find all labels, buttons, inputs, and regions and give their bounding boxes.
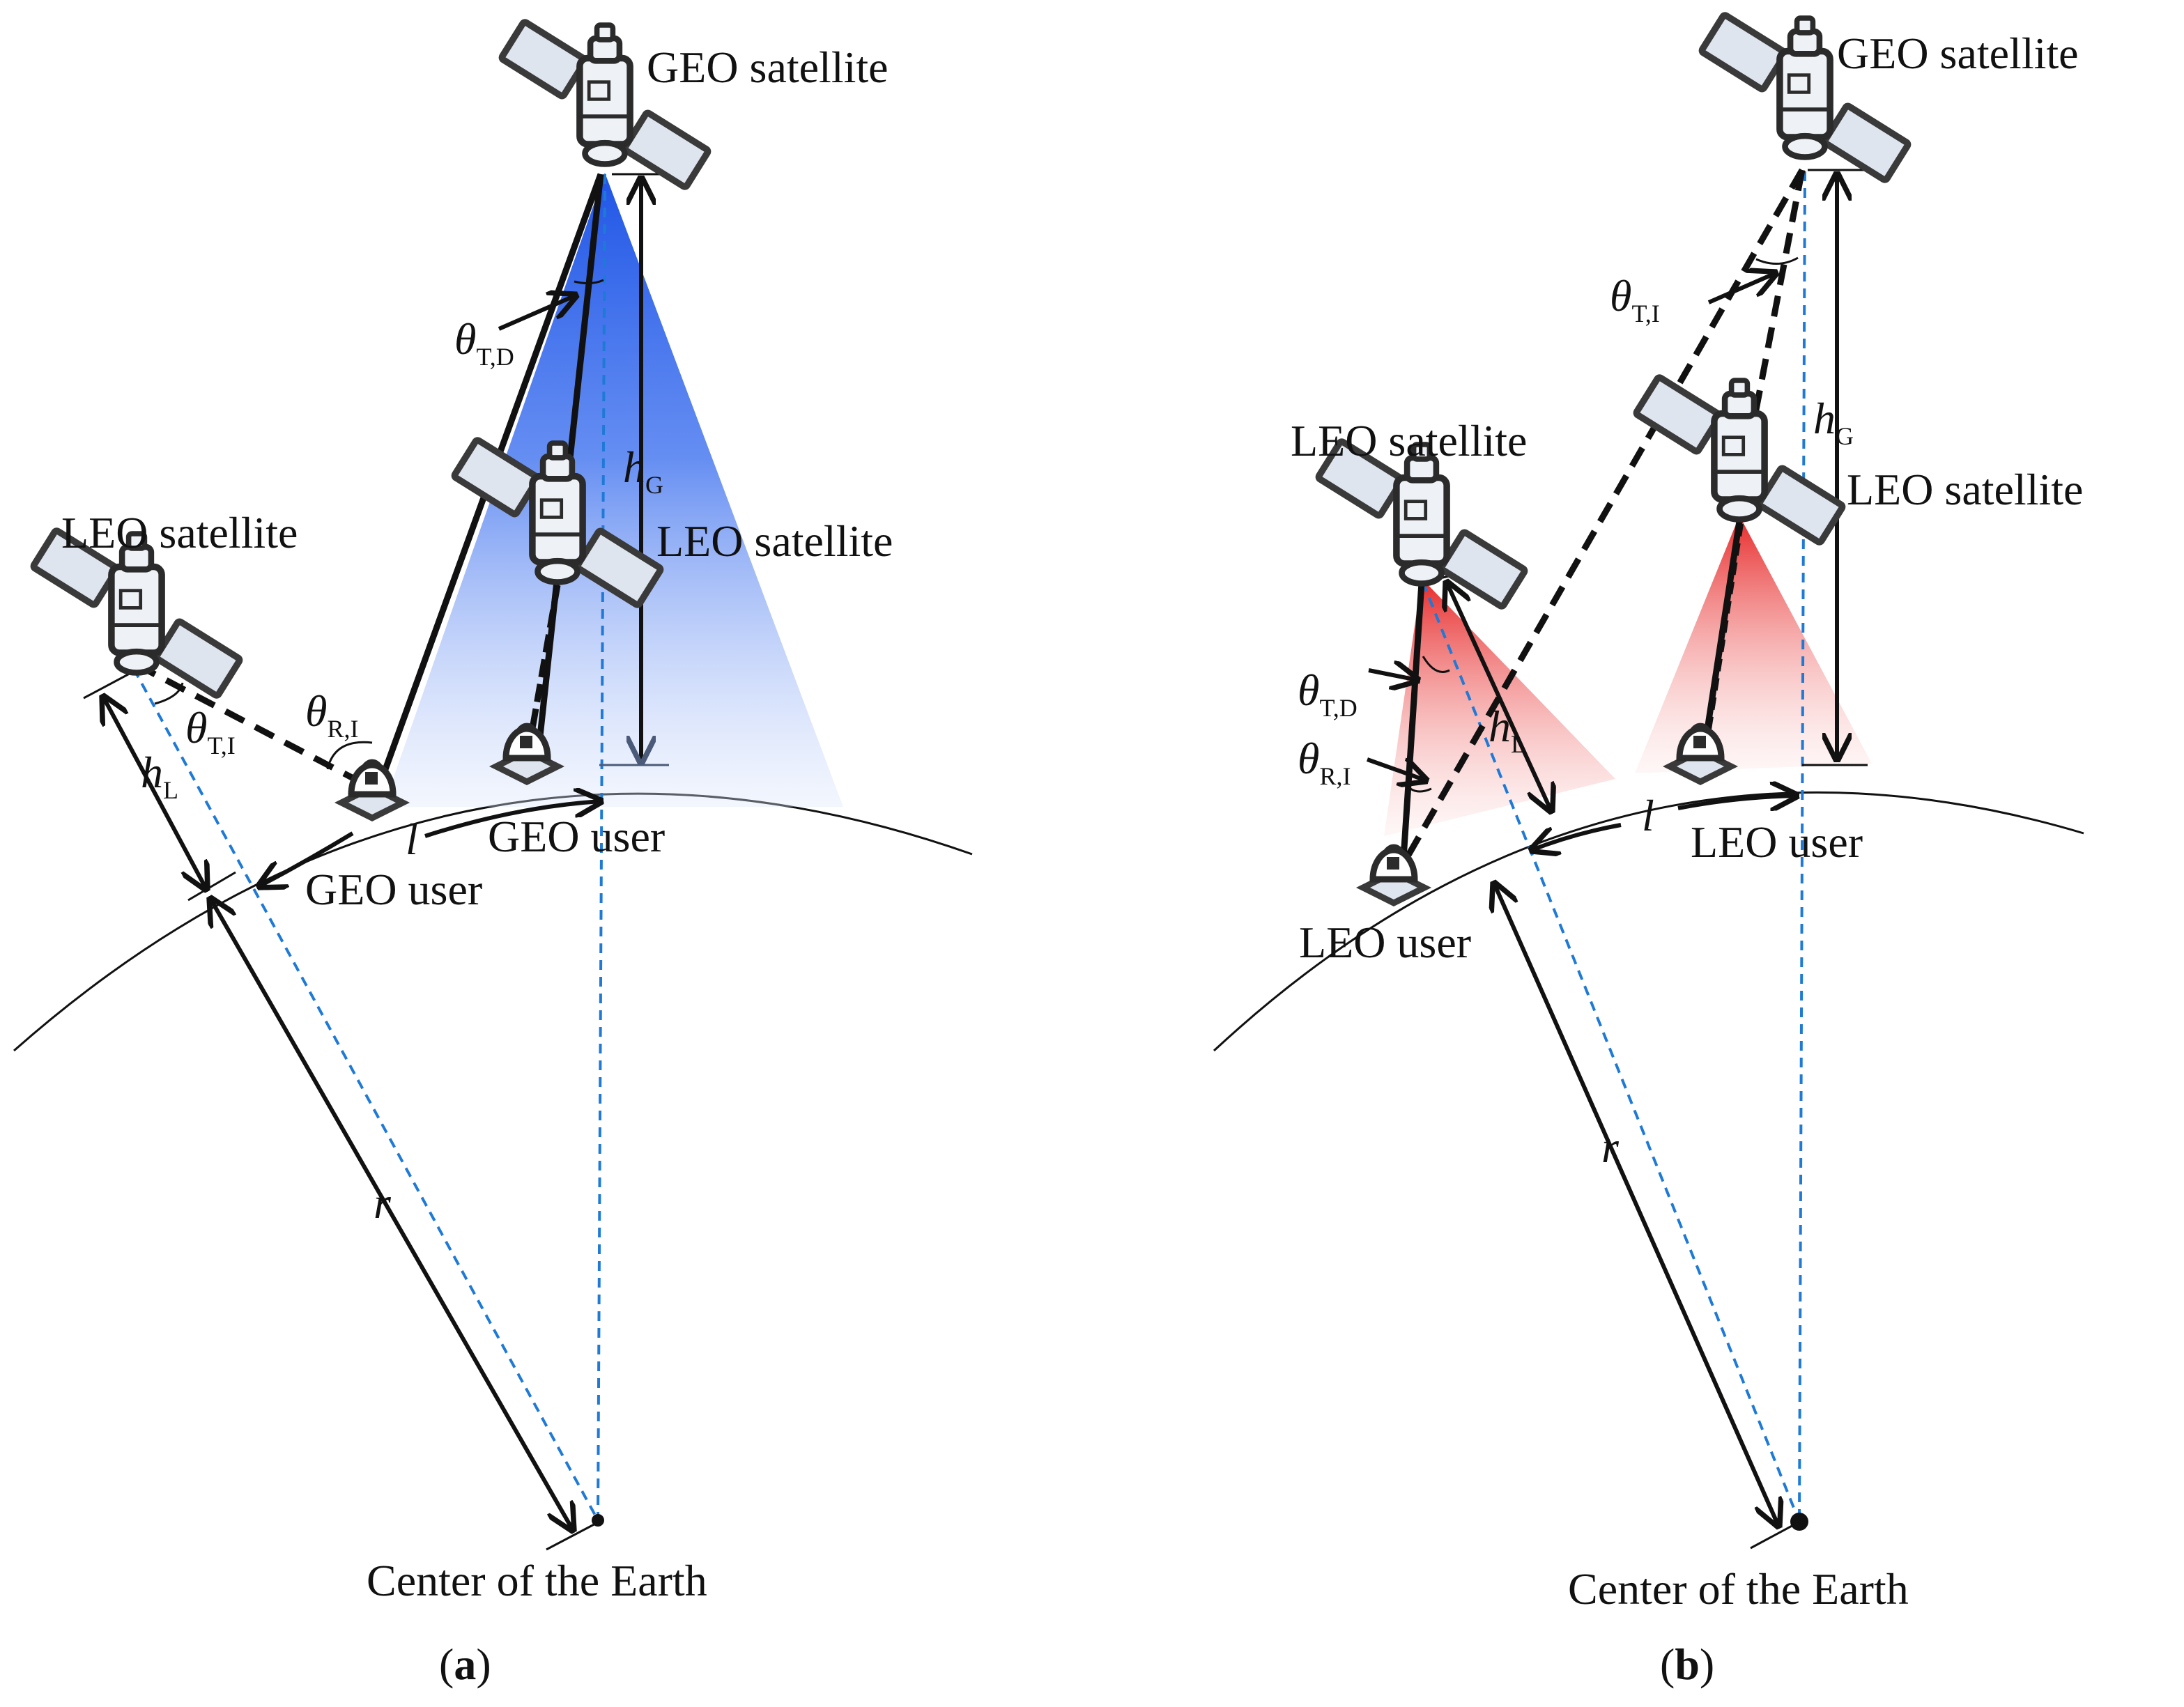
thetaTD-pointer-b	[1368, 670, 1417, 680]
thetaTI-label-a: θT,I	[185, 703, 236, 759]
leo-satellite-left-label-a: LEO satellite	[61, 508, 298, 557]
hL-arrow-b	[1447, 582, 1551, 811]
leo-desired-link-left-b	[1400, 582, 1425, 859]
thetaRI-label-b: θR,I	[1298, 734, 1351, 790]
center-point-b	[1790, 1513, 1808, 1531]
thetaRI-angle-arc-b	[1410, 787, 1432, 793]
thetaTI-angle-arc-b	[1755, 256, 1799, 265]
leo-satellite-right-b-icon	[1636, 377, 1843, 543]
radial-dashed-line-center	[597, 173, 606, 1521]
center-label-a: Center of the Earth	[367, 1556, 707, 1605]
panel-label-a: (a)	[439, 1639, 491, 1689]
r-arrow-b	[1494, 883, 1778, 1526]
hL-arrow	[103, 697, 206, 889]
l-arc-arrow-right-b	[1677, 796, 1797, 808]
leo-satellite-right-label-b: LEO satellite	[1847, 465, 2083, 514]
thetaRI-pointer-b	[1366, 757, 1426, 780]
leo-interference-link-left	[134, 662, 367, 787]
r-label-a: r	[374, 1178, 392, 1228]
leo-satellite-right-label-a: LEO satellite	[656, 516, 893, 566]
geo-satellite-label-b: GEO satellite	[1837, 29, 2079, 78]
leo-interference-link-right	[525, 585, 561, 753]
geo-user-left-label-a: GEO user	[305, 865, 482, 914]
earth-surface-arc-b	[1213, 791, 2084, 1052]
hL-label-a: hL	[141, 748, 178, 804]
hL-bottom-tick	[187, 871, 236, 902]
center-label-b: Center of the Earth	[1568, 1564, 1909, 1614]
center-point-a	[592, 1514, 604, 1527]
geo-user-right-label-a: GEO user	[488, 812, 665, 861]
thetaTD-pointer	[498, 295, 576, 331]
hL-label-b: hL	[1489, 702, 1526, 758]
panel-label-b: (b)	[1660, 1639, 1714, 1689]
geo-user-left-dish-icon	[341, 762, 403, 818]
leo-beam-cone-right	[1635, 516, 1872, 773]
r-arrow	[210, 899, 573, 1530]
panel-a: GEO satellite LEO satellite LEO satellit…	[13, 22, 973, 1689]
earth-surface-arc	[13, 792, 973, 1052]
r-bottom-tick	[546, 1520, 600, 1551]
l-label-b: l	[1642, 791, 1654, 840]
leo-satellite-left-b-icon	[1318, 441, 1525, 608]
thetaTI-pointer-b	[1707, 273, 1776, 304]
panel-b: GEO satellite LEO satellite LEO satellit…	[1213, 15, 2084, 1689]
leo-desired-link-right-b	[1702, 520, 1743, 739]
thetaTD-label-a: θT,D	[454, 314, 514, 371]
geo-interference-link-left-b	[1402, 168, 1805, 863]
leo-dashed-overlay-right-b	[1707, 523, 1744, 739]
leo-satellite-left-label-b: LEO satellite	[1291, 416, 1527, 465]
r-label-b: r	[1601, 1122, 1620, 1172]
geo-interference-link-right-b	[1746, 169, 1806, 447]
geo-satellite-label-a: GEO satellite	[647, 43, 889, 92]
l-arc-arrow-right	[424, 801, 601, 838]
geo-beam-cone	[383, 173, 843, 807]
hG-label-b: hG	[1813, 394, 1854, 450]
l-arc-arrow-left	[259, 831, 354, 886]
leo-user-left-label-b: LEO user	[1299, 918, 1471, 967]
hG-label-a: hG	[623, 442, 663, 499]
thetaTI-label-b: θT,I	[1610, 271, 1660, 327]
thetaTD-angle-arc	[574, 279, 604, 285]
thetaRI-label-a: θR,I	[305, 686, 358, 743]
leo-user-left-dish-icon	[1363, 847, 1424, 903]
l-arc-arrow-left-b	[1532, 823, 1622, 850]
thetaTI-angle-arc	[154, 682, 184, 705]
thetaTD-label-b: θT,D	[1298, 665, 1358, 722]
radial-dashed-line-center-b	[1798, 171, 1806, 1522]
thetaRI-angle-arc	[326, 741, 373, 770]
leo-user-right-label-b: LEO user	[1691, 817, 1863, 867]
thetaTD-angle-arc-b	[1422, 656, 1450, 673]
l-label-a: l	[406, 814, 418, 864]
